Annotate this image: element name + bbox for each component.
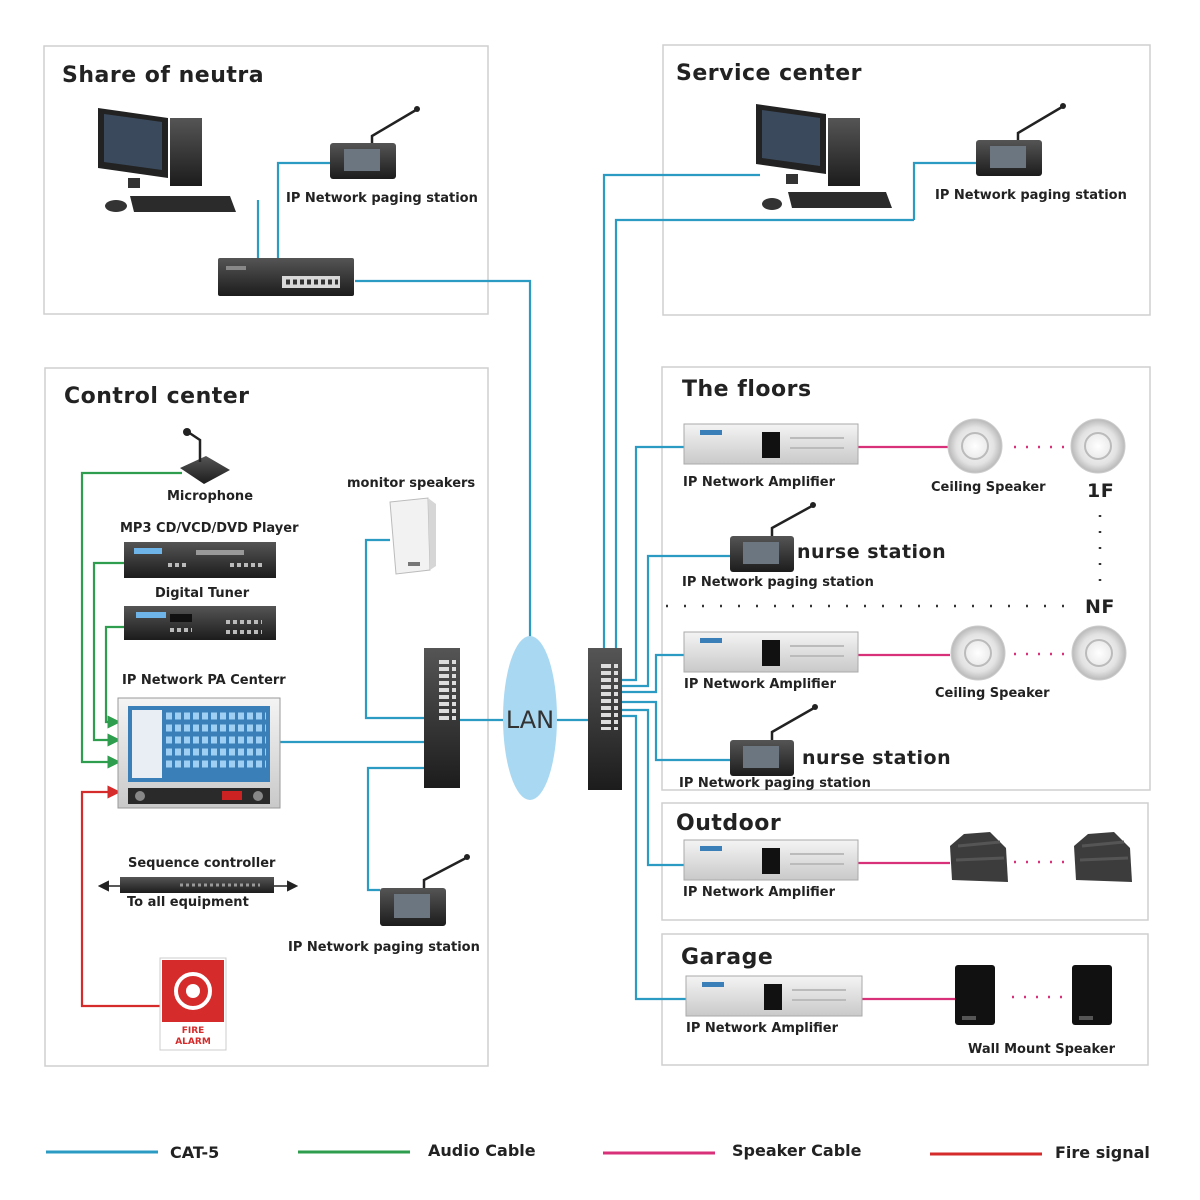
network-switch-icon xyxy=(218,258,354,296)
floors-section-title: The floors xyxy=(682,377,812,402)
control-paging-label: IP Network paging station xyxy=(288,940,480,955)
nurse-station-2-label: nurse station xyxy=(802,747,951,769)
garage-speaker-label: Wall Mount Speaker xyxy=(968,1042,1116,1057)
audio-cables xyxy=(80,471,182,769)
sequence-controller-label: Sequence controller xyxy=(128,856,276,871)
digital-tuner-icon xyxy=(124,606,276,640)
amplifier-icon xyxy=(683,423,859,465)
share-section-title: Share of neutra xyxy=(62,63,264,88)
rock-speaker-icon xyxy=(1074,832,1132,882)
speaker-cables xyxy=(858,445,1072,1001)
dvd-player-icon xyxy=(124,542,276,578)
legend-cat5-label: CAT-5 xyxy=(170,1143,219,1162)
desktop-computer-icon xyxy=(98,108,236,212)
to-all-equipment-label: To all equipment xyxy=(127,895,249,910)
nurse1-paging-label: IP Network paging station xyxy=(682,575,874,590)
mp3-player-label: MP3 CD/VCD/DVD Player xyxy=(120,521,299,536)
ceiling-speaker-icon xyxy=(947,418,1003,474)
amplifier-icon xyxy=(683,631,859,673)
ceiling-speaker-icon xyxy=(1071,625,1127,681)
lan-label: LAN xyxy=(506,706,554,734)
amplifier-icon xyxy=(683,839,859,881)
ceiling-speaker-icon xyxy=(1070,418,1126,474)
floor1-speaker-label: Ceiling Speaker xyxy=(931,480,1046,495)
amplifier-icon xyxy=(685,975,863,1017)
pa-center-icon xyxy=(117,697,281,809)
service-section-title: Service center xyxy=(676,61,862,86)
fire-alarm-text-1: FIRE xyxy=(182,1026,205,1036)
fire-signal-cable xyxy=(80,785,160,1008)
service-paging-label: IP Network paging station xyxy=(935,188,1127,203)
rock-speaker-icon xyxy=(950,832,1008,882)
fire-alarm-text-2: ALARM xyxy=(175,1037,211,1047)
microphone-icon xyxy=(180,428,230,484)
monitor-speaker-icon xyxy=(389,497,436,575)
outdoor-amp-label: IP Network Amplifier xyxy=(683,885,836,900)
paging-station-icon xyxy=(380,854,470,926)
ceiling-speaker-icon xyxy=(950,625,1006,681)
network-switch-icon xyxy=(424,648,460,788)
fire-alarm-icon: FIRE ALARM xyxy=(159,957,227,1051)
floorN-speaker-label: Ceiling Speaker xyxy=(935,686,1050,701)
paging-station-icon xyxy=(330,106,420,179)
cat5-cables xyxy=(256,161,976,1001)
paging-station-icon xyxy=(730,502,816,572)
pa-center-label: IP Network PA Centerr xyxy=(122,673,286,688)
floor1-level-label: 1F xyxy=(1087,480,1114,502)
network-switch-icon xyxy=(588,648,622,790)
floorN-level-label: NF xyxy=(1085,596,1115,618)
legend-fire-label: Fire signal xyxy=(1055,1143,1150,1162)
wall-speaker-icon xyxy=(1072,965,1112,1025)
legend-speaker-label: Speaker Cable xyxy=(732,1141,862,1160)
monitor-speakers-label: monitor speakers xyxy=(347,476,475,491)
paging-station-icon xyxy=(976,103,1066,176)
wall-speaker-icon xyxy=(955,965,995,1025)
paging-station-icon xyxy=(730,704,818,776)
lan-cloud xyxy=(503,636,557,800)
legend-audio-label: Audio Cable xyxy=(428,1141,536,1160)
floorN-amp-label: IP Network Amplifier xyxy=(684,677,837,692)
floor1-amp-label: IP Network Amplifier xyxy=(683,475,836,490)
microphone-label: Microphone xyxy=(167,489,253,504)
digital-tuner-label: Digital Tuner xyxy=(155,586,250,601)
garage-amp-label: IP Network Amplifier xyxy=(686,1021,839,1036)
nurse-station-1-label: nurse station xyxy=(797,541,946,563)
control-section-title: Control center xyxy=(64,384,250,409)
garage-section-title: Garage xyxy=(681,945,773,970)
legend: CAT-5 Audio Cable Speaker Cable Fire sig… xyxy=(46,1141,1150,1162)
sequence-controller-icon xyxy=(120,877,274,893)
outdoor-section-title: Outdoor xyxy=(676,811,781,836)
nurse2-paging-label: IP Network paging station xyxy=(679,776,871,791)
share-paging-label: IP Network paging station xyxy=(286,191,478,206)
desktop-computer-icon xyxy=(756,104,892,210)
service-section-box xyxy=(662,44,1151,316)
